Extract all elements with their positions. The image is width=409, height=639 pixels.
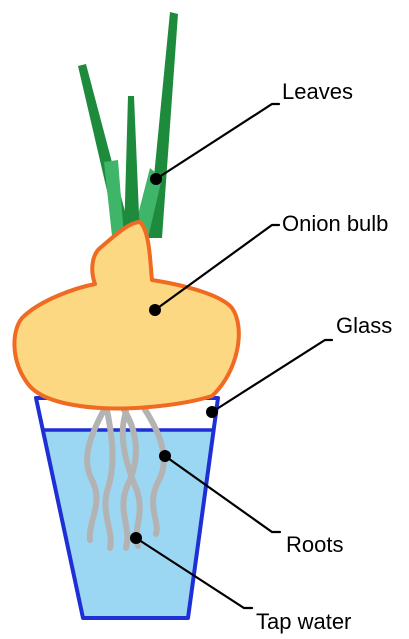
- leaves-label: Leaves: [282, 79, 353, 104]
- onion-bulb: [14, 222, 238, 409]
- onion-bulb-dot: [149, 304, 161, 316]
- leaf-left-light: [104, 160, 124, 236]
- leaves-leader: [156, 104, 279, 179]
- leaves: [78, 12, 178, 238]
- leaves-dot: [150, 173, 162, 185]
- onion-bulb-label: Onion bulb: [282, 211, 388, 236]
- glass: [36, 398, 218, 618]
- leaf-left-tall: [78, 64, 132, 238]
- tap-water-dot: [130, 532, 142, 544]
- labels: Leaves Onion bulb Glass Roots Tap water: [256, 79, 392, 634]
- roots-dot: [159, 450, 171, 462]
- glass-label: Glass: [336, 313, 392, 338]
- leaf-center: [124, 96, 140, 238]
- roots-label: Roots: [286, 532, 343, 557]
- glass-dot: [206, 406, 218, 418]
- tap-water-label: Tap water: [256, 609, 351, 634]
